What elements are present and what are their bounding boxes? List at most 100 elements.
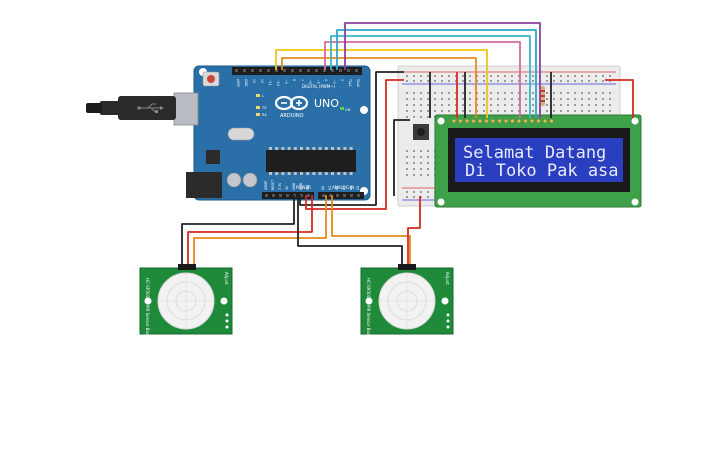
breadboard-hole	[588, 98, 590, 100]
breadboard-hole	[546, 92, 548, 94]
breadboard-hole	[448, 110, 450, 112]
breadboard-hole	[518, 110, 520, 112]
header-socket	[357, 194, 360, 197]
breadboard-hole	[448, 92, 450, 94]
chip-pin	[343, 147, 347, 150]
chip-pin	[281, 147, 285, 150]
breadboard-hole	[441, 110, 443, 112]
power-pin-label: 5V	[285, 185, 289, 190]
breadboard-hole	[427, 196, 429, 198]
tx-led	[256, 106, 260, 109]
breadboard-hole	[511, 80, 513, 82]
breadboard-hole	[574, 110, 576, 112]
breadboard-hole	[609, 98, 611, 100]
wire-orange	[193, 195, 327, 267]
header-socket	[339, 69, 342, 72]
analog-pin-label: A0	[321, 186, 325, 190]
digital-pin-label: 13	[252, 79, 256, 83]
lcd-pin-header	[451, 118, 554, 124]
breadboard-hole	[441, 75, 443, 77]
breadboard-hole	[413, 196, 415, 198]
breadboard-hole	[413, 150, 415, 152]
lcd-pin	[490, 118, 496, 124]
digital-pin-label: ~5	[316, 79, 320, 84]
breadboard-hole	[546, 80, 548, 82]
lcd-16x2: Selamat Datang Di Toko Pak asa	[434, 114, 642, 208]
breadboard-hole	[588, 110, 590, 112]
analog-pin-label: A2	[335, 186, 339, 190]
breadboard-hole	[588, 75, 590, 77]
breadboard-hole	[574, 80, 576, 82]
arduino-uno-board: UNO ARDUINO DIGITAL (PWM~) POWER ANALOG …	[173, 65, 371, 201]
lcd-pin	[542, 118, 548, 124]
chip-pin	[324, 147, 328, 150]
lcd-pin	[510, 118, 515, 124]
breadboard-hole	[560, 92, 562, 94]
digital-pin-label: ~11	[268, 79, 272, 86]
breadboard-hole	[441, 104, 443, 106]
reset-button-cap	[207, 75, 215, 83]
breadboard-hole	[462, 80, 464, 82]
chip-pin	[312, 147, 316, 150]
breadboard-hole	[427, 168, 429, 170]
lcd-pin	[549, 118, 554, 124]
breadboard-hole	[413, 168, 415, 170]
digital-pin-label: TX▸1	[348, 78, 352, 87]
analog-header	[318, 192, 364, 199]
breadboard-hole	[483, 98, 485, 100]
breadboard-hole	[420, 104, 422, 106]
voltage-regulator	[206, 150, 220, 164]
breadboard-hole	[413, 174, 415, 176]
breadboard-hole	[441, 92, 443, 94]
breadboard-hole	[511, 98, 513, 100]
analog-pin-label: A3	[342, 186, 346, 190]
breadboard-hole	[455, 104, 457, 106]
breadboard-hole	[427, 110, 429, 112]
digital-pin-label: ~9	[284, 79, 288, 84]
pir-adjust-label: Adjust	[224, 272, 229, 285]
lcd-pin	[458, 118, 463, 124]
breadboard-hole	[525, 104, 527, 106]
lcd-line-2: Di Toko Pak asa	[465, 161, 619, 181]
breadboard-hole	[490, 98, 492, 100]
digital-header-label: DIGITAL (PWM~)	[302, 84, 336, 89]
breadboard-hole	[532, 92, 534, 94]
breadboard-hole	[560, 104, 562, 106]
breadboard-hole	[553, 75, 555, 77]
breadboard-hole	[553, 110, 555, 112]
breadboard-hole	[406, 150, 408, 152]
digital-header	[232, 67, 362, 75]
breadboard-hole	[497, 80, 499, 82]
chip-pin	[287, 147, 291, 150]
pir-sensor-2: HC-SR501 PIR Sensor Board Adjust	[360, 264, 454, 340]
header-socket	[259, 69, 262, 72]
header-socket	[272, 194, 275, 197]
chip-pin	[337, 172, 341, 175]
digital-pin-label: RX◂0	[356, 79, 360, 87]
breadboard-hole	[518, 98, 520, 100]
breadboard-hole	[455, 75, 457, 77]
breadboard-hole	[546, 98, 548, 100]
breadboard-hole	[483, 104, 485, 106]
breadboard-hole	[413, 116, 415, 118]
breadboard-hole	[602, 110, 604, 112]
breadboard-hole	[602, 104, 604, 106]
breadboard-hole	[609, 92, 611, 94]
wire-yellow	[275, 49, 488, 118]
breadboard-hole	[595, 80, 597, 82]
breadboard-hole	[532, 98, 534, 100]
breadboard-hole	[413, 191, 415, 193]
chip-pin	[312, 172, 316, 175]
breadboard-hole	[420, 92, 422, 94]
breadboard-hole	[497, 75, 499, 77]
chip-pin	[331, 147, 334, 150]
header-socket	[279, 194, 282, 197]
header-socket	[300, 194, 303, 197]
breadboard-hole	[602, 98, 604, 100]
breadboard-hole	[546, 104, 548, 106]
breadboard-hole	[420, 174, 422, 176]
digital-pin-label: 2	[340, 79, 344, 81]
breadboard-hole	[476, 80, 478, 82]
chip-pin	[331, 172, 334, 175]
breadboard-hole	[413, 98, 415, 100]
